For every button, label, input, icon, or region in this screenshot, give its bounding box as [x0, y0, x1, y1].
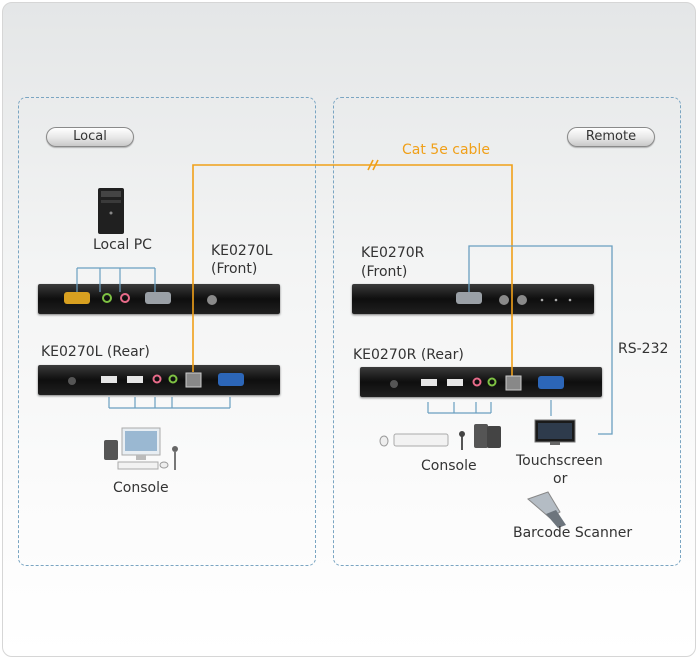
button-icon: [517, 295, 527, 305]
ke0270r-rear-label: KE0270R (Rear): [353, 347, 464, 363]
ke0270l-front-subtitle: (Front): [211, 261, 258, 277]
usb-port-icon: [447, 379, 463, 386]
ke0270r-front-title: KE0270R: [361, 245, 425, 261]
cat5e-cable: [192, 159, 513, 376]
local-console-connector-lines: [108, 397, 231, 409]
local-pc-icon: [98, 188, 124, 234]
remote-console-icon: [379, 424, 501, 450]
cable-break-mark: [367, 159, 374, 171]
cat5e-cable-label: Cat 5e cable: [402, 142, 490, 158]
remote-tag: Remote: [567, 127, 655, 147]
cable-break-mark: [372, 159, 379, 171]
local-pc-connector-lines: [76, 267, 156, 292]
remote-console-connector-lines: [427, 400, 552, 416]
audio-port-icon: [487, 377, 497, 387]
audio-port-icon: [472, 377, 482, 387]
audio-out-port-icon: [120, 293, 130, 303]
or-label: or: [553, 471, 568, 487]
button-icon: [207, 295, 217, 305]
vga-port-icon: [218, 373, 244, 386]
barcode-scanner-label: Barcode Scanner: [513, 525, 633, 541]
serial-port-icon: [145, 292, 171, 304]
audio-port-icon: [152, 374, 162, 384]
rj45-port-icon: [505, 375, 522, 391]
local-front-ports: [64, 292, 217, 305]
ke0270l-rear-label: KE0270L (Rear): [41, 344, 150, 360]
ke0270r-front-subtitle: (Front): [361, 264, 408, 280]
usb-port-icon: [421, 379, 437, 386]
power-jack-icon: [390, 380, 398, 388]
usb-port-icon: [101, 376, 117, 383]
touchscreen-icon: [534, 419, 576, 445]
audio-in-port-icon: [102, 293, 112, 303]
local-panel: [18, 97, 316, 566]
local-tag: Local: [46, 127, 134, 147]
remote-rear-ports: [390, 375, 564, 391]
remote-front-ports: [456, 292, 572, 305]
rj45-port-icon: [185, 372, 202, 388]
usb-port-icon: [127, 376, 143, 383]
local-console-label: Console: [113, 480, 169, 496]
local-rear-ports: [68, 372, 244, 388]
local-console-icon: [104, 427, 178, 470]
vga-port-icon: [64, 292, 90, 304]
remote-console-label: Console: [421, 458, 477, 474]
rs232-line: [468, 245, 613, 435]
button-icon: [499, 295, 509, 305]
power-jack-icon: [68, 377, 76, 385]
serial-port-icon: [456, 292, 482, 304]
rs232-label: RS-232: [618, 341, 669, 357]
audio-port-icon: [168, 374, 178, 384]
vga-port-icon: [538, 376, 564, 389]
remote-panel: [333, 97, 681, 566]
ke0270l-front-title: KE0270L: [211, 243, 273, 259]
local-pc-label: Local PC: [93, 237, 152, 253]
barcode-scanner-icon: [527, 491, 566, 528]
touchscreen-label: Touchscreen: [516, 453, 603, 469]
